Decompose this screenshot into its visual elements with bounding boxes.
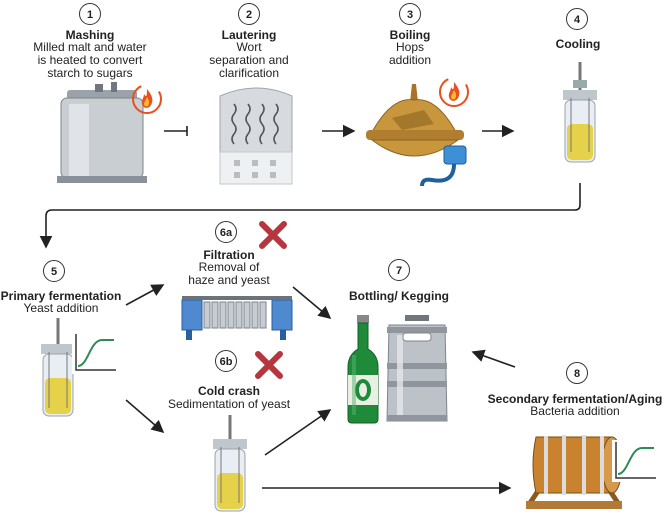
- growth-curve-icon: [72, 332, 118, 374]
- step-6a-number: 6a: [215, 221, 237, 243]
- step-2-title: Lautering: [221, 28, 277, 42]
- step-5-number: 5: [43, 260, 65, 282]
- step-6a-desc-1: Removal of: [198, 260, 260, 274]
- flame-icon: [439, 77, 469, 107]
- step-3-number: 3: [399, 3, 421, 25]
- step-7-title: Bottling/ Kegging: [349, 289, 449, 303]
- step-8-number: 8: [566, 362, 588, 384]
- arrow-8-7: [471, 349, 516, 368]
- step-6a-desc-2: haze and yeast: [188, 273, 270, 287]
- filter-press-icon: [181, 296, 293, 340]
- lauter-tun-icon: [219, 87, 293, 185]
- arrow-4-5: [39, 183, 581, 249]
- growth-curve-icon: [612, 440, 658, 482]
- step-2-desc-2: separation and: [209, 53, 289, 67]
- step-3-title: Boiling: [389, 28, 431, 42]
- step-1-title: Mashing: [65, 28, 115, 42]
- step-1-desc-2: is heated to convert: [37, 53, 143, 67]
- step-8-desc-1: Bacteria addition: [530, 404, 620, 418]
- bioreactor-icon: [563, 62, 597, 163]
- bioreactor-icon: [41, 318, 75, 417]
- flame-icon: [132, 84, 162, 114]
- step-1-number: 1: [79, 3, 101, 25]
- arrow-5-6b: [125, 399, 165, 434]
- step-6a-title: Filtration: [203, 248, 255, 262]
- step-6b-title: Cold crash: [197, 384, 260, 398]
- boil-kettle-icon: [366, 84, 467, 187]
- step-3-desc-1: Hops: [395, 40, 424, 54]
- step-1-desc-1: Milled malt and water: [33, 40, 147, 54]
- step-5-title: Primary fermentation: [0, 289, 122, 303]
- step-3-desc-2: addition: [388, 53, 432, 67]
- bioreactor-icon: [213, 415, 247, 512]
- mash-tun-icon: [57, 82, 147, 183]
- arrow-6a-7: [292, 286, 332, 320]
- step-7-number: 7: [388, 259, 410, 281]
- step-2-desc-3: clarification: [218, 66, 280, 80]
- step-4-title: Cooling: [555, 37, 601, 51]
- step-4-number: 4: [566, 8, 588, 30]
- step-6b-desc-1: Sedimentation of yeast: [167, 397, 291, 411]
- barrel-icon: [526, 435, 623, 509]
- step-2-number: 2: [238, 3, 260, 25]
- cross-icon: [259, 221, 287, 249]
- arrow-6b-7: [264, 409, 332, 456]
- step-6b-number: 6b: [215, 350, 237, 372]
- step-5-desc-1: Yeast addition: [23, 301, 99, 315]
- beer-bottle-icon: [347, 315, 379, 424]
- keg-icon: [386, 315, 448, 422]
- cross-icon: [255, 351, 283, 379]
- step-8-title: Secondary fermentation/Aging: [487, 392, 663, 406]
- step-2-desc-1: Wort: [236, 40, 262, 54]
- step-1-desc-3: starch to sugars: [47, 66, 133, 80]
- arrow-5-6a: [125, 284, 165, 306]
